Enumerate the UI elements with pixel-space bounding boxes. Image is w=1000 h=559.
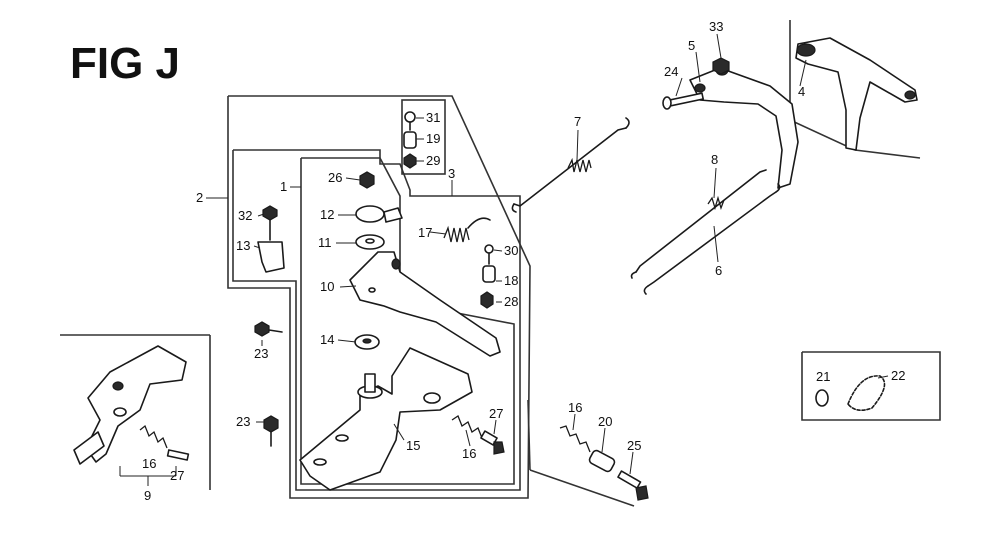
part-8-rod: [630, 169, 767, 279]
label-16c: 16: [568, 400, 582, 415]
label-16b: 16: [462, 446, 476, 461]
label-22: 22: [891, 368, 905, 383]
frame-right-diagonal: [529, 469, 635, 507]
part-23a-bolt: [254, 321, 283, 337]
part-28-nut: [480, 291, 494, 309]
label-7: 7: [574, 114, 581, 129]
leader-lines: [119, 33, 889, 486]
label-5: 5: [688, 38, 695, 53]
label-20: 20: [598, 414, 612, 429]
part-27a-screw: [166, 449, 190, 461]
frame-hardware-box: [401, 99, 446, 175]
part-24-pin: [662, 92, 705, 110]
part-22-chain: [847, 375, 886, 412]
label-28: 28: [504, 294, 518, 309]
label-27a: 27: [170, 468, 184, 483]
part-left-bracket: [73, 345, 187, 465]
label-23a: 23: [254, 346, 268, 361]
label-8: 8: [711, 152, 718, 167]
part-26-nut: [359, 171, 375, 189]
part-15-base-plate: [299, 347, 473, 491]
label-12: 12: [320, 207, 334, 222]
label-13: 13: [236, 238, 250, 253]
frame-part-4: [789, 20, 921, 159]
label-23b: 23: [236, 414, 250, 429]
label-16a: 16: [142, 456, 156, 471]
label-18: 18: [504, 273, 518, 288]
label-4: 4: [798, 84, 805, 99]
label-33: 33: [709, 19, 723, 34]
part-5-lever: [689, 64, 799, 189]
label-26: 26: [328, 170, 342, 185]
assembly-frames: [60, 20, 941, 507]
label-11: 11: [318, 235, 332, 250]
label-6: 6: [715, 263, 722, 278]
label-2: 2: [196, 190, 203, 205]
figure-title: FIG J: [70, 39, 180, 88]
label-19: 19: [426, 131, 440, 146]
label-21: 21: [816, 369, 830, 384]
part-20-sleeve: [588, 449, 616, 473]
part-25-screw: [617, 470, 649, 501]
part-18-spacer: [482, 265, 496, 283]
label-10: 10: [320, 279, 334, 294]
label-29: 29: [426, 153, 440, 168]
part-4-governor-arm: [795, 37, 918, 151]
label-31: 31: [426, 110, 440, 125]
label-3: 3: [448, 166, 455, 181]
part-6-rod: [643, 183, 781, 295]
part-27b-screw: [480, 430, 505, 455]
label-24: 24: [664, 64, 678, 79]
part-33-nut: [712, 57, 730, 75]
parts: [73, 37, 918, 501]
part-17-spring: [443, 217, 491, 243]
label-9: 9: [144, 488, 151, 503]
part-number-labels: 1 2 3 4 5 6 7 8 9 10 11 12 13 14 15 16 1…: [142, 19, 905, 503]
part-21-ring: [815, 389, 829, 407]
part-31-bolt: [404, 111, 416, 131]
frame-right-drop: [527, 399, 531, 471]
part-32-bolt: [262, 205, 278, 241]
label-14: 14: [320, 332, 334, 347]
label-32: 32: [238, 208, 252, 223]
part-14-washer: [354, 334, 380, 350]
label-1: 1: [280, 179, 287, 194]
part-16c-spring: [559, 425, 591, 453]
part-13-clip: [257, 241, 285, 273]
part-19-spacer: [403, 131, 417, 149]
frame-part-21-22: [801, 351, 941, 421]
label-15: 15: [406, 438, 420, 453]
label-27b: 27: [489, 406, 503, 421]
frame-2: [227, 95, 531, 499]
label-25: 25: [627, 438, 641, 453]
label-30: 30: [504, 243, 518, 258]
part-7-spring-rod: [511, 117, 630, 213]
part-12-washer-plate: [355, 205, 403, 223]
label-17: 17: [418, 225, 432, 240]
part-11-washer: [355, 234, 385, 250]
part-29-nut: [403, 153, 417, 169]
part-23b-bolt: [263, 415, 279, 447]
frame-inner: [232, 149, 521, 491]
part-10-control-lever: [349, 251, 501, 357]
part-30-screw: [484, 244, 494, 265]
part-16a-spring: [139, 424, 168, 449]
